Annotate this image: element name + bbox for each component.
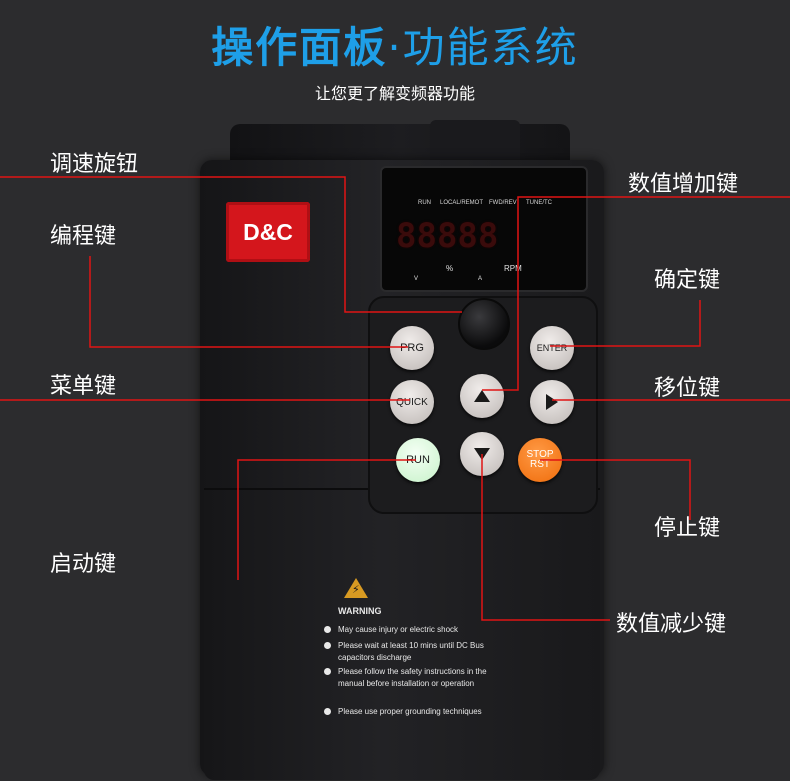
warning-item-text: Please use proper grounding techniques (338, 707, 482, 716)
enter-button[interactable]: ENTER (530, 326, 574, 370)
label-confirm-key: 确定键 (654, 268, 721, 293)
arrow-right-icon (546, 394, 558, 410)
indicator-fwd-rev: FWD/REV (489, 200, 517, 206)
shift-button[interactable] (530, 380, 574, 424)
label-menu-key: 菜单键 (50, 374, 117, 399)
warning-item: May cause injury or electric shock (324, 624, 494, 636)
warning-item-text: May cause injury or electric shock (338, 625, 459, 634)
quick-button[interactable]: QUICK (390, 380, 434, 424)
leader-line-knob (0, 176, 462, 313)
enter-button-label: ENTER (536, 343, 568, 353)
label-speed-knob: 调速旋钮 (50, 152, 139, 177)
led-display (380, 166, 588, 292)
device-lower-cover (204, 488, 600, 780)
run-button-label: RUN (406, 454, 430, 466)
label-shift-key: 移位键 (654, 376, 721, 401)
prg-button[interactable]: PRG (390, 326, 434, 370)
label-program-key: 编程键 (50, 224, 117, 249)
stop-label: STOP (526, 449, 554, 460)
unit-a: A (478, 276, 483, 282)
bullet-icon (324, 708, 331, 715)
leader-line-confirm (550, 300, 701, 347)
bullet-icon (324, 668, 331, 675)
leader-line-start (237, 459, 416, 580)
brand-logo: D&C (226, 202, 310, 262)
indicator-tune-tc: TUNE/TC (526, 200, 552, 206)
logo-text: D&C (243, 218, 293, 245)
leader-line-increase (482, 196, 790, 391)
unit-v: V (414, 276, 419, 282)
seven-segment-digits: 88888 (396, 216, 498, 256)
title-main: 操作面板 (211, 23, 388, 72)
warning-title: WARNING (338, 606, 382, 616)
indicator-local-remote: LOCAL/REMOT (440, 200, 484, 206)
title-secondary: 功能系统 (402, 23, 579, 72)
title-dot: · (387, 23, 403, 72)
quick-button-label: QUICK (396, 396, 428, 408)
bullet-icon (324, 626, 331, 633)
warning-item-text: Please wait at least 10 mins until DC Bu… (338, 641, 484, 662)
arrow-up-icon (474, 390, 490, 402)
label-stop-key: 停止键 (654, 516, 721, 541)
warning-item-text: Please follow the safety instructions in… (338, 667, 487, 688)
warning-triangle-icon (344, 578, 368, 598)
warning-item: Please use proper grounding techniques (324, 706, 494, 718)
label-decrease-key: 数值减少键 (616, 612, 727, 637)
up-button[interactable] (460, 374, 504, 418)
reset-label: RST (529, 459, 550, 470)
label-increase-key: 数值增加键 (628, 172, 739, 197)
leader-line-stop (540, 459, 691, 520)
indicator-run: RUN (418, 200, 431, 206)
digit-readout: 88888 (396, 216, 499, 256)
leader-line-prog (89, 256, 408, 348)
label-start-key: 启动键 (50, 552, 117, 577)
warning-item: Please follow the safety instructions in… (324, 666, 494, 690)
speed-knob[interactable] (458, 298, 510, 350)
warning-item: Please wait at least 10 mins until DC Bu… (324, 640, 494, 664)
leader-line-decrease (481, 454, 610, 621)
bullet-icon (324, 642, 331, 649)
unit-rpm: RPM (504, 264, 522, 273)
lightning-icon: ⚡ (352, 583, 360, 596)
page-title: 操作面板·功能系统 (0, 14, 790, 75)
prg-button-label: PRG (400, 342, 424, 354)
unit-percent: % (446, 264, 454, 273)
page-subtitle: 让您更了解变频器功能 (314, 84, 475, 103)
run-button[interactable]: RUN (396, 438, 440, 482)
